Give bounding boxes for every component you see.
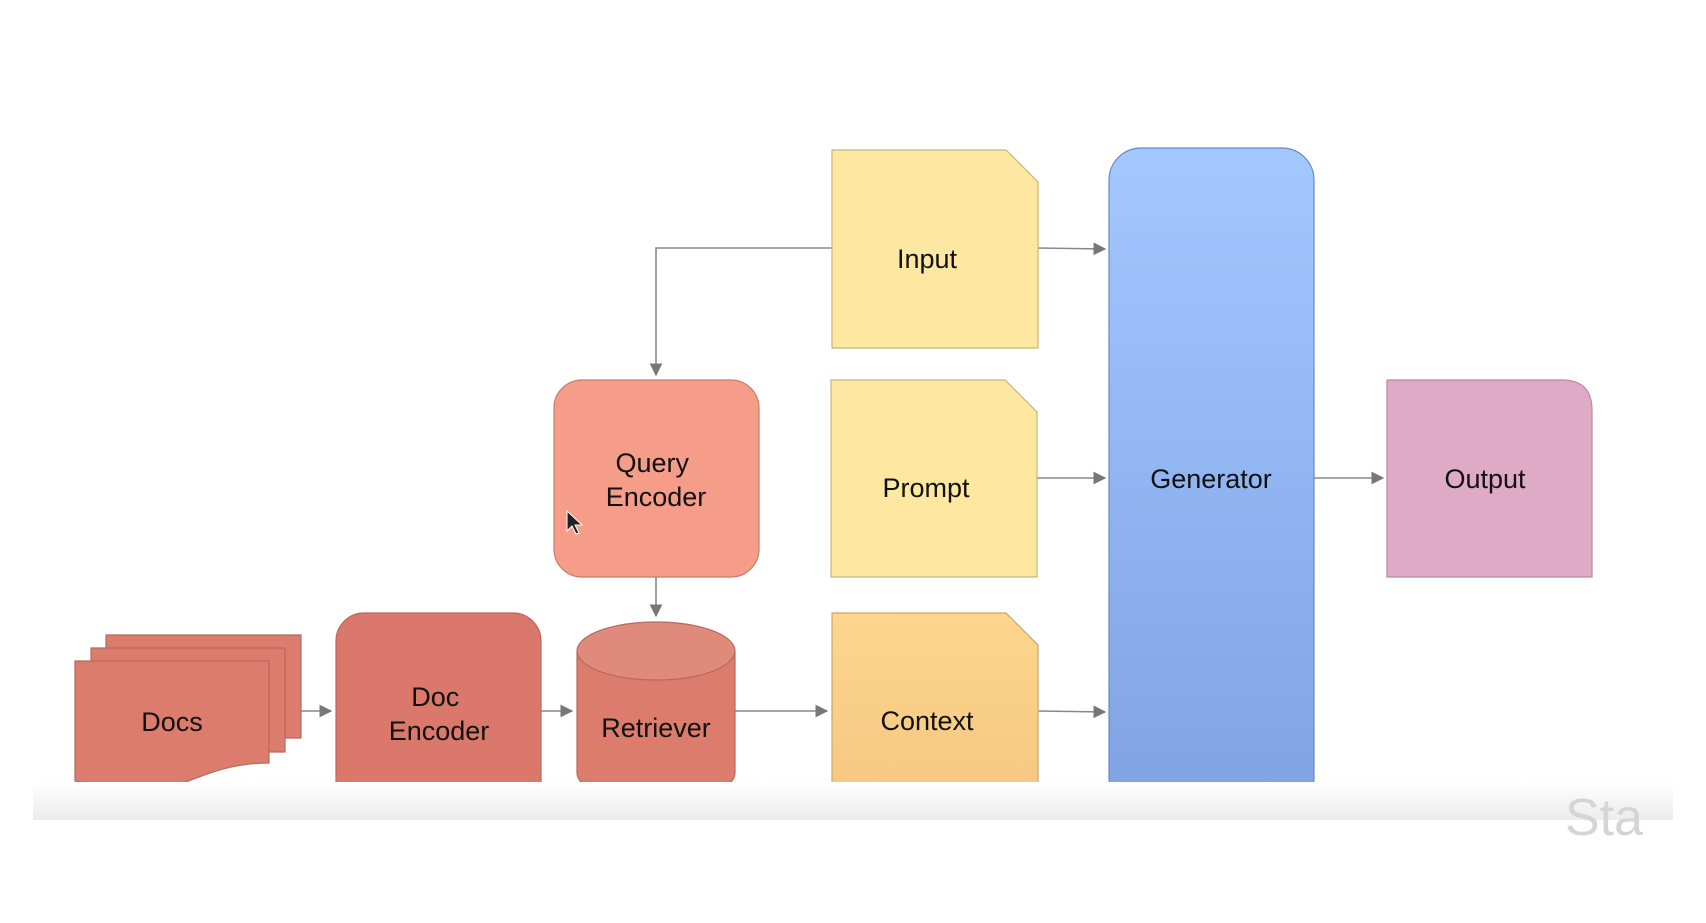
retriever-label: Retriever bbox=[601, 713, 711, 743]
retriever-cylinder-top bbox=[576, 621, 736, 681]
prompt-node bbox=[830, 379, 1038, 578]
output-label: Output bbox=[1444, 464, 1526, 494]
edges bbox=[300, 242, 1385, 719]
query-encoder-label: Query Encoder bbox=[606, 448, 707, 512]
input-label: Input bbox=[897, 244, 958, 274]
edge-context-to-generator bbox=[1037, 705, 1107, 719]
watermark-text: Sta bbox=[1565, 789, 1644, 847]
output-node bbox=[1386, 379, 1593, 578]
doc-encoder-label: Doc Encoder bbox=[389, 682, 490, 746]
docs-node bbox=[74, 634, 302, 791]
query-encoder-node bbox=[553, 379, 760, 578]
query-encoder-label-line1: Query bbox=[615, 448, 689, 478]
generator-label: Generator bbox=[1150, 464, 1272, 494]
edge-input-to-generator bbox=[1037, 242, 1107, 256]
retriever-node bbox=[576, 621, 736, 803]
mouse-cursor-icon bbox=[566, 509, 584, 535]
query-encoder-label-line2: Encoder bbox=[606, 482, 707, 512]
doc-encoder-label-line2: Encoder bbox=[389, 716, 490, 746]
prompt-label: Prompt bbox=[882, 473, 970, 503]
input-node bbox=[831, 149, 1039, 349]
doc-encoder-label-line1: Doc bbox=[411, 682, 459, 712]
video-bottom-shade bbox=[33, 782, 1673, 820]
context-node bbox=[831, 612, 1039, 813]
docs-label: Docs bbox=[141, 707, 203, 737]
context-label: Context bbox=[880, 706, 974, 736]
edge-input-to-query-encoder bbox=[649, 247, 832, 377]
